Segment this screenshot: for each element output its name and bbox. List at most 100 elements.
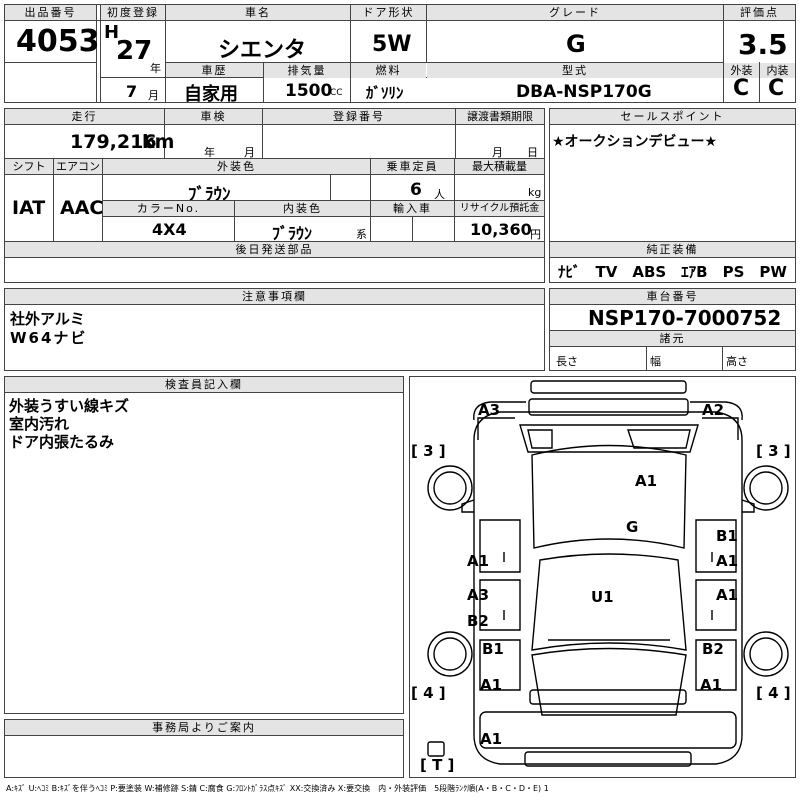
ac-header: エアコン [54, 159, 102, 174]
height-label: 高さ [726, 355, 748, 368]
exterior-header: 外装 [724, 63, 759, 78]
chassis-number: NSP170-7000752 [588, 306, 782, 330]
color-no-header: カラーNo. [103, 201, 234, 216]
lot-number: 4053 [16, 24, 100, 59]
displacement-header: 排気量 [264, 63, 350, 78]
score-value: 3.5 [738, 28, 788, 61]
first-reg-header: 初度登録 [101, 5, 165, 20]
grade: G [566, 30, 586, 58]
fuel-value: ｶﾞｿﾘﾝ [366, 84, 404, 102]
corner-ur-label: [ 3 ] [756, 442, 791, 460]
transfer-month-unit: 月 [492, 146, 503, 159]
sales-point-box [549, 108, 796, 283]
corner-lr-label: [ 4 ] [756, 684, 791, 702]
mark-a3-left: A3 [467, 586, 489, 604]
mark-a1-right-rear: A1 [716, 586, 738, 604]
later-parts-header: 後日発送部品 [5, 242, 544, 257]
month-unit: 月 [148, 89, 159, 102]
office-box [4, 719, 404, 778]
middle-section [4, 108, 545, 283]
genuine-equip-header: 純正装備 [550, 242, 795, 257]
door-header: ドア形状 [351, 5, 426, 20]
reg-month: 7 [126, 82, 138, 101]
max-load-header: 最大積載量 [455, 159, 544, 174]
model-header: 型式 [427, 63, 723, 78]
score-header: 評価点 [724, 5, 795, 20]
max-load-unit: kg [528, 186, 542, 199]
fuel-header: 燃料 [351, 63, 426, 78]
recycle-unit: 円 [530, 228, 541, 241]
notes-line-2: W64ナビ [10, 329, 88, 347]
year-unit: 年 [150, 62, 161, 75]
lot-number-header: 出品番号 [5, 5, 96, 20]
mark-a1-rear-bumper: A1 [480, 730, 502, 748]
capacity-value: 6 [410, 180, 422, 200]
mark-b2-right-rear: B2 [702, 640, 724, 658]
mark-a1-right-front: A1 [716, 552, 738, 570]
exterior-grade: C [733, 76, 750, 101]
inspection-header: 車検 [165, 109, 262, 124]
bottom-label: [ T ] [420, 756, 454, 774]
int-color-header: 内装色 [235, 201, 370, 216]
notes-header: 注意事項欄 [5, 289, 544, 304]
mileage-unit: km [142, 131, 175, 153]
int-color-suffix: 系 [356, 228, 367, 241]
notes-line-1: 社外アルミ [10, 310, 85, 328]
transfer-day-unit: 日 [527, 146, 538, 159]
chassis-box [549, 288, 796, 371]
legend-text: A:ｷｽﾞ U:ﾍｺﾐ B:ｷｽﾞを伴うﾍｺﾐ P:要塗装 W:補修跡 S:錆 … [6, 784, 549, 793]
top-section [4, 4, 796, 103]
ext-color-header: 外装色 [103, 159, 370, 174]
mark-a1-left-front: A1 [467, 552, 489, 570]
mark-g-windshield: G [626, 518, 638, 536]
mark-u1-roof: U1 [591, 588, 614, 606]
door-type: 5W [372, 32, 412, 57]
inspector-line-1: 外装うすい線キズ [9, 397, 130, 415]
int-color-value: ﾌﾞﾗｳﾝ [272, 224, 313, 243]
history-value: 自家用 [184, 84, 238, 105]
ac-value: AAC [60, 197, 104, 219]
displacement-value: 1500 [285, 81, 333, 101]
sales-point-header: セールスポイント [550, 109, 795, 124]
displacement-unit: CC [330, 88, 343, 98]
reg-year: 27 [116, 36, 153, 66]
inspector-box [4, 376, 404, 714]
shift-header: シフト [5, 159, 53, 174]
mark-b1-left-rear: B1 [482, 640, 504, 658]
transfer-header: 譲渡書類期限 [456, 109, 544, 124]
mark-b1-right-front: B1 [716, 527, 738, 545]
car-name: シエンタ [218, 38, 307, 63]
inspector-line-3: ドア内張たるみ [9, 433, 115, 451]
width-label: 幅 [650, 355, 661, 368]
car-name-header: 車名 [166, 5, 350, 20]
inspector-line-2: 室内汚れ [9, 415, 70, 433]
interior-grade: C [768, 76, 785, 101]
grade-header: グレード [427, 5, 723, 20]
history-header: 車歴 [166, 63, 263, 78]
mark-b2-left: B2 [467, 612, 489, 630]
reg-no-header: 登録番号 [263, 109, 455, 124]
sales-point-text: ★オークションデビュー★ [552, 134, 718, 150]
inspection-year-unit: 年 [204, 146, 215, 159]
recycle-value: 10,360 [470, 220, 532, 239]
corner-ll-label: [ 4 ] [411, 684, 446, 702]
shift-value: IAT [12, 197, 46, 219]
car-damage-diagram: [ 3 ] [ 3 ] [ 4 ] [ 4 ] [ T ] A3 A2 A1 G… [411, 380, 791, 774]
mark-a2-top-right: A2 [702, 401, 724, 419]
recycle-header: リサイクル預託金 [455, 201, 544, 216]
corner-ul-label: [ 3 ] [411, 442, 446, 460]
inspection-month-unit: 月 [244, 146, 255, 159]
capacity-unit: 人 [434, 188, 445, 201]
mileage-header: 走行 [5, 109, 164, 124]
capacity-header: 乗車定員 [371, 159, 454, 174]
chassis-header: 車台番号 [550, 289, 795, 304]
interior-header: 内装 [760, 63, 795, 78]
era-letter: H [104, 22, 120, 43]
diagram-box [409, 376, 796, 778]
office-header: 事務局よりご案内 [5, 720, 403, 735]
color-no-value: 4X4 [152, 220, 187, 239]
mark-a3-top-left: A3 [478, 401, 500, 419]
dimensions-header: 諸元 [550, 331, 795, 346]
notes-box [4, 288, 545, 371]
inspector-header: 検査員記入欄 [5, 377, 403, 392]
